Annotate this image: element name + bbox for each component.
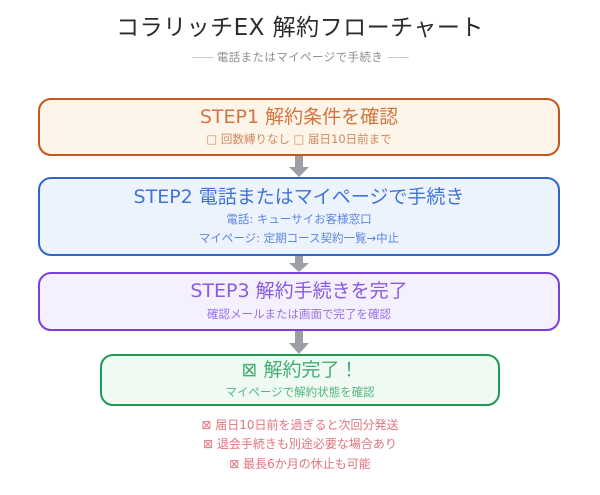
footer-notes: ⊠ 届日10日前を過ぎると次回分発送 ⊠ 退会手続きも別途必要な場合あり ⊠ 最… [0,416,600,474]
done-heading: ⊠ 解約完了！ [241,358,359,381]
page-header: コラリッチEX 解約フローチャート —— 電話またはマイページで手続き —— [0,14,600,65]
arrow-step1-to-step2-icon [289,156,309,177]
rule-left: —— [191,49,214,64]
step2-heading: STEP2 電話またはマイページで手続き [133,186,465,209]
arrow-step2-to-step3-icon [289,256,309,272]
done-confirm-line: マイページで解約状態を確認 [225,385,375,400]
flow-node-done: ⊠ 解約完了！ マイページで解約状態を確認 [100,354,500,406]
rule-right: —— [387,49,409,64]
page-title: コラリッチEX 解約フローチャート [116,15,484,41]
flow-node-step2: STEP2 電話またはマイページで手続き 電話: キューサイお客様窓口 マイペー… [38,177,560,256]
step3-heading: STEP3 解約手続きを完了 [190,280,408,303]
step1-heading: STEP1 解約条件を確認 [199,105,399,128]
footer-note: ⊠ 最長6か月の休止も可能 [229,456,371,471]
flow-node-step3: STEP3 解約手続きを完了 確認メールまたは画面で完了を確認 [38,272,560,331]
step2-mypage-line: マイページ: 定期コース契約一覧→中止 [198,230,400,245]
footer-note: ⊠ 届日10日前を過ぎると次回分発送 [201,418,399,432]
page-subtitle: —— 電話またはマイページで手続き —— [0,49,600,65]
step1-conditions: □ 回数縛りなし □ 届日10日前まで [206,132,392,147]
footer-note: ⊠ 退会手続きも別途必要な場合あり [203,437,397,452]
arrow-step3-to-done-icon [289,331,309,354]
flow-node-step1: STEP1 解約条件を確認 □ 回数縛りなし □ 届日10日前まで [38,98,560,156]
page-subtitle-text: 電話またはマイページで手続き [216,49,384,64]
step2-phone-line: 電話: キューサイお客様窓口 [226,212,372,227]
step3-confirm-line: 確認メールまたは画面で完了を確認 [207,306,391,321]
